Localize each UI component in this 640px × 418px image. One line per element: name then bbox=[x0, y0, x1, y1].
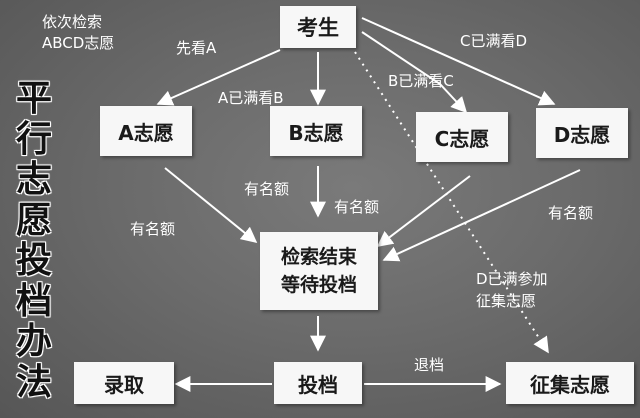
retrieval-note: 依次检索 ABCD志愿 bbox=[42, 12, 114, 54]
node-choice-b: B志愿 bbox=[270, 106, 362, 156]
node-candidate: 考生 bbox=[280, 6, 356, 48]
label-c-full-d: C已满看D bbox=[460, 32, 528, 50]
label-b-full-c: B已满看C bbox=[388, 72, 454, 90]
node-solicit: 征集志愿 bbox=[506, 362, 634, 404]
edge-candidate-to-c bbox=[361, 31, 468, 114]
edge-c-to-wait bbox=[376, 175, 471, 247]
title-char: 平 bbox=[15, 77, 52, 119]
retrieval-note-line1: 依次检索 bbox=[42, 13, 103, 31]
label-quota-a: 有名额 bbox=[130, 220, 176, 238]
vertical-title: 平 行 志 愿 投 档 办 法 bbox=[12, 78, 56, 402]
label-d-full-line2: 征集志愿 bbox=[476, 292, 537, 310]
title-char: 法 bbox=[15, 360, 52, 403]
node-choice-c: C志愿 bbox=[416, 112, 508, 162]
title-char: 档 bbox=[15, 279, 52, 322]
label-quota-b1: 有名额 bbox=[244, 180, 290, 198]
node-wait-line2: 等待投档 bbox=[280, 274, 357, 296]
title-char: 投 bbox=[15, 239, 52, 281]
edge-a-to-wait bbox=[164, 167, 258, 244]
label-quota-d: 有名额 bbox=[548, 204, 594, 222]
label-return: 退档 bbox=[414, 356, 445, 374]
retrieval-note-line2: ABCD志愿 bbox=[42, 34, 115, 52]
edge-candidate-to-d bbox=[361, 17, 556, 106]
node-admit: 录取 bbox=[74, 362, 174, 404]
label-first-a: 先看A bbox=[176, 39, 217, 57]
node-wait-line1: 检索结束 bbox=[280, 246, 357, 268]
title-char: 行 bbox=[15, 117, 52, 160]
node-choice-a: A志愿 bbox=[100, 106, 192, 156]
label-d-full: D已满参加 征集志愿 bbox=[476, 268, 548, 312]
node-submit: 投档 bbox=[274, 362, 362, 404]
label-a-full-b: A已满看B bbox=[218, 89, 284, 107]
edge-d-to-wait bbox=[382, 169, 581, 262]
node-wait-submit: 检索结束 等待投档 bbox=[260, 232, 378, 310]
title-char: 办 bbox=[15, 320, 52, 362]
node-choice-d: D志愿 bbox=[536, 108, 628, 158]
label-quota-b2: 有名额 bbox=[334, 198, 380, 216]
edge-candidate-to-a bbox=[156, 49, 281, 106]
title-char: 志 bbox=[15, 158, 52, 200]
label-d-full-line1: D已满参加 bbox=[476, 270, 548, 288]
title-char: 愿 bbox=[15, 198, 52, 241]
